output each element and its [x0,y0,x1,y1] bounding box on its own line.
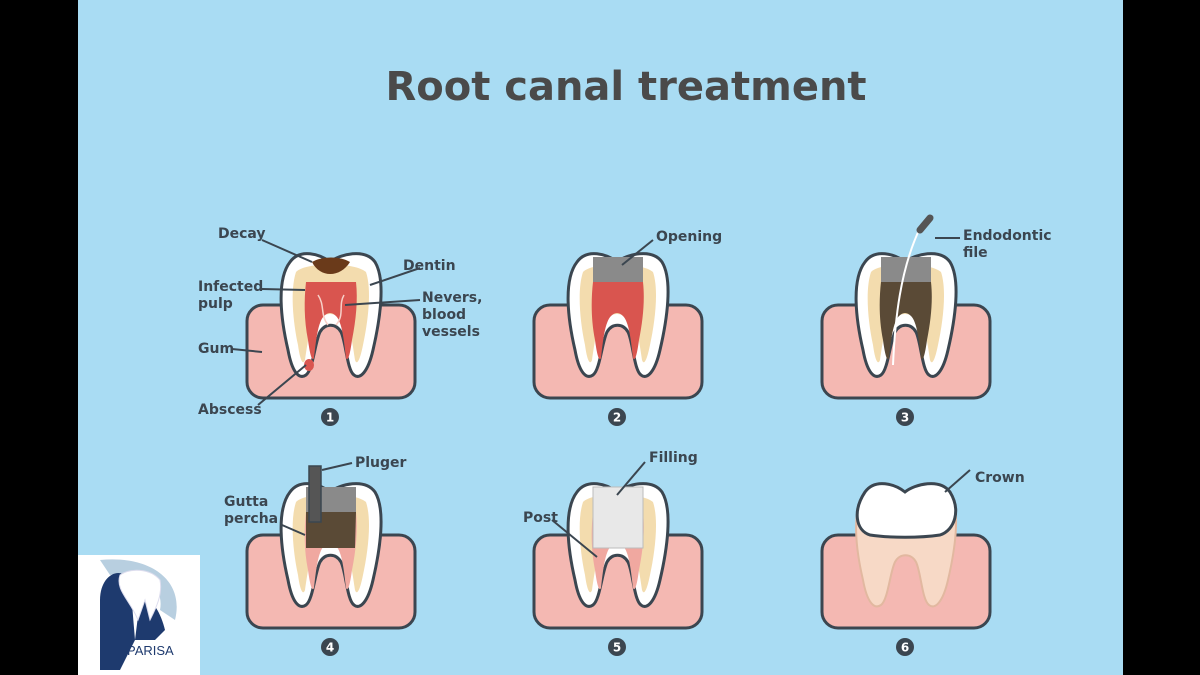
nerves-shape [317,294,345,326]
label-crown: Crown [975,470,1025,486]
step-3-panel: Endodontic file 3 [820,214,1052,426]
step-2-panel: Opening 2 [532,229,722,426]
label-dentin: Dentin [403,258,456,274]
step-number: 3 [901,411,909,425]
endodontic-file-shape [892,227,921,366]
diagram: Root canal treatment Decay Dentin Infect… [78,64,1052,675]
label-nerves: Nevers, [422,290,482,306]
crown-shape [855,482,958,539]
step-6-panel: Crown 6 [820,469,1025,656]
step-number: 2 [613,411,621,425]
step-number: 6 [901,641,909,655]
label-nerves-3: vessels [422,324,480,340]
label-infected-pulp: Infected [198,279,263,295]
decay-shape [312,257,350,274]
abscess-shape [304,359,314,371]
step-1-panel: Decay Dentin Infected pulp Nevers, blood… [198,226,482,426]
label-endodontic-file: Endodontic [963,228,1052,244]
step-number-badge [321,408,339,426]
label-decay: Decay [218,226,266,242]
filling-shape [592,486,644,549]
opening-shape [593,257,643,282]
infographic: Root canal treatment Decay Dentin Infect… [78,0,1123,675]
label-gutta-percha: Gutta [224,494,268,510]
label-nerves-2: blood [422,307,466,323]
label-pluger: Pluger [355,455,407,471]
label-post: Post [523,510,558,526]
label-filling: Filling [649,450,698,466]
label-endodontic-file-2: file [963,245,988,261]
label-gutta-percha-2: percha [224,511,278,527]
label-opening: Opening [656,229,722,245]
page-title: Root canal treatment [385,64,866,110]
step-number: 1 [326,411,334,425]
logo-text: PARISA [127,643,174,658]
step-number: 4 [326,641,334,655]
step-4-panel: Pluger Gutta percha 4 [224,455,417,656]
step-5-panel: Filling Post 5 [523,450,704,656]
parisa-logo: PARISA [78,555,200,675]
plugger-shape [308,465,322,523]
label-abscess: Abscess [198,402,262,418]
label-gum: Gum [198,341,234,357]
step-number: 5 [613,641,621,655]
label-infected-pulp-2: pulp [198,296,233,312]
